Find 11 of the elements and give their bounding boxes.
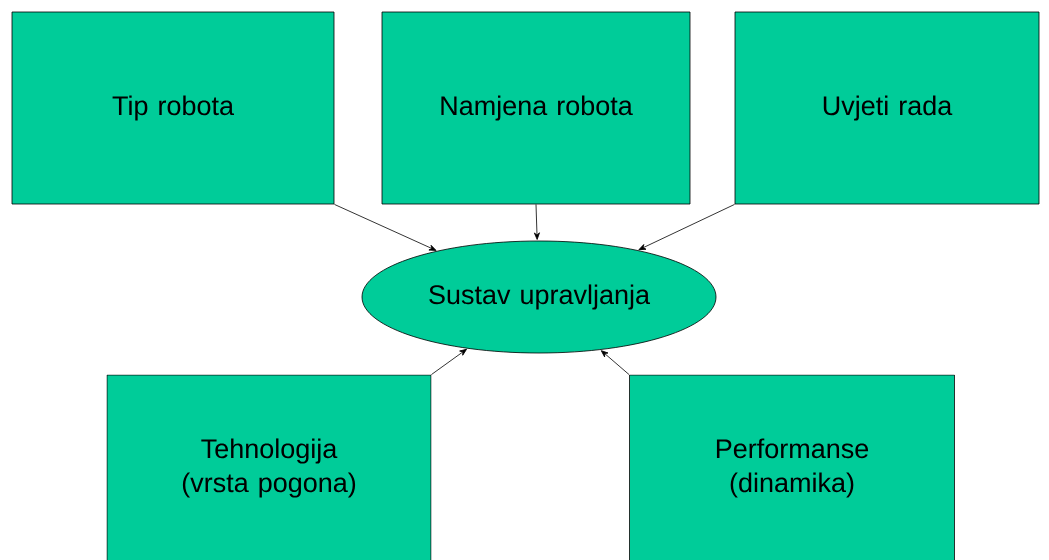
arrow <box>638 204 735 251</box>
arrow <box>431 348 467 375</box>
arrow <box>533 204 540 240</box>
ellipse-node: Sustav upravljanja <box>361 240 717 354</box>
arrow <box>334 204 437 251</box>
process-box: Namjena robota <box>381 11 691 205</box>
process-box: Performanse (dinamika) <box>629 374 955 560</box>
process-box: Tehnologija (vrsta pogona) <box>106 374 432 560</box>
arrow <box>600 350 630 375</box>
process-box: Uvjeti rada <box>734 11 1040 205</box>
process-box: Tip robota <box>11 11 335 205</box>
